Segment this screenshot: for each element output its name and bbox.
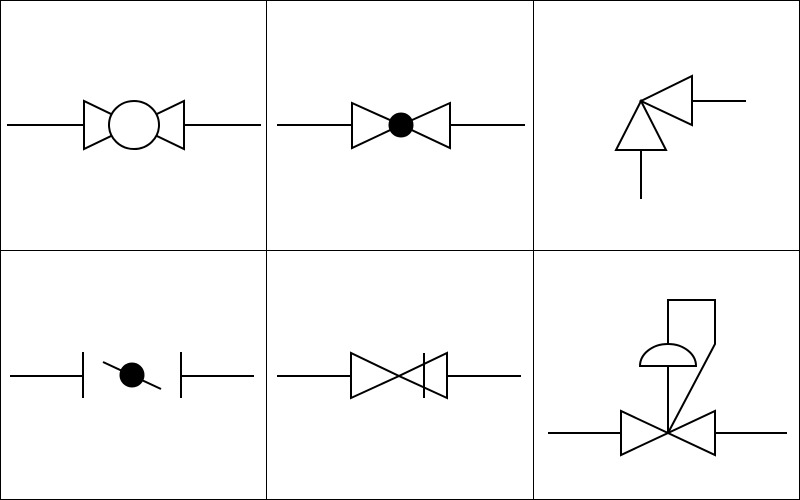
symbol-actuated-valve: [548, 299, 787, 457]
disc-dot: [119, 362, 145, 388]
symbol-ball-valve: [277, 101, 525, 150]
feedback-loop: [667, 299, 716, 434]
valve-triangle-right: [398, 101, 451, 150]
valve-triangle-left: [351, 101, 404, 150]
symbol-needle-valve: [277, 351, 521, 400]
symbol-angle-valve: [614, 74, 746, 199]
valve-triangle-left: [620, 409, 671, 457]
symbol-open-circle-valve: [7, 99, 261, 151]
valve-triangle-bottom: [614, 98, 668, 151]
valve-dot: [388, 112, 414, 138]
valve-triangle-right: [665, 409, 716, 457]
actuator-dome: [638, 343, 698, 367]
valve-triangle-left: [350, 351, 402, 400]
valve-circle: [108, 100, 160, 150]
symbol-butterfly-valve: [10, 352, 254, 398]
valve-triangle-right: [638, 74, 693, 127]
